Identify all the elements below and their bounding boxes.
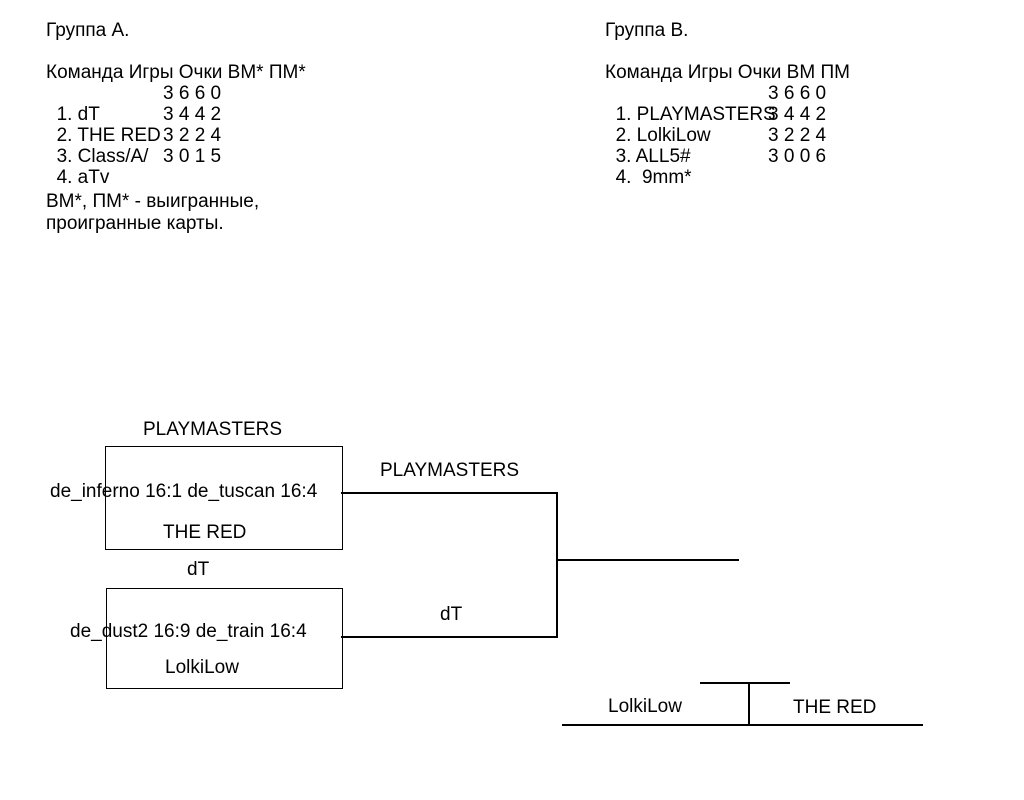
team-stats: 3 2 2 4: [768, 125, 827, 146]
semifinal1-box: [105, 446, 343, 550]
semifinal1-connector-line: [341, 492, 558, 494]
group-b-row-4: 4. 9mm* 3 0 0 6: [605, 146, 935, 209]
group-b-row-1: 1. PLAYMASTERS 3 6 6 0: [605, 83, 935, 146]
team-stats: 3 6 6 0: [163, 83, 222, 104]
legend-note-line-2: проигранные карты.: [46, 213, 224, 234]
team-name: 2. THE RED: [56, 125, 161, 146]
third-place-divider-line: [748, 682, 750, 726]
group-a-title: Группа А.: [46, 20, 130, 41]
group-b-row-2: 2. LolkiLow 3 4 4 2: [605, 104, 935, 167]
group-b-header: Команда Игры Очки ВМ ПМ: [605, 62, 850, 83]
semifinal2-maps-score: de_dust2 16:9 de_train 16:4: [70, 621, 307, 642]
team-name: 1. PLAYMASTERS: [615, 104, 776, 125]
group-a-row-1: 1. dT 3 6 6 0: [46, 83, 376, 146]
semifinal2-team2-label: LolkiLow: [165, 657, 239, 678]
group-b-row-3: 3. ALL5# 3 2 2 4: [605, 125, 935, 188]
third-place-team1-label: LolkiLow: [608, 696, 682, 717]
semifinal1-team1-label: PLAYMASTERS: [143, 419, 283, 440]
semifinal2-winner-label: dT: [440, 604, 463, 625]
group-a-row-2: 2. THE RED 3 4 4 2: [46, 104, 376, 167]
final-join-vertical-line: [556, 492, 558, 638]
team-name: 3. Class/A/: [56, 146, 149, 167]
team-stats: 3 0 1 5: [163, 146, 222, 167]
semifinal2-team1-label: dT: [187, 559, 210, 580]
semifinal1-maps-score: de_inferno 16:1 de_tuscan 16:4: [50, 481, 318, 502]
semifinal2-connector-line: [341, 636, 558, 638]
team-name: 1. dT: [56, 104, 100, 125]
team-stats: 3 6 6 0: [768, 83, 827, 104]
third-place-top-line: [700, 682, 790, 684]
team-stats: 3 4 4 2: [768, 104, 827, 125]
team-name: 2. LolkiLow: [615, 125, 711, 146]
third-place-baseline: [562, 724, 923, 726]
group-b-title: Группа В.: [605, 20, 689, 41]
semifinal2-box: [106, 588, 343, 689]
team-name: 4. aTv: [56, 167, 110, 188]
team-name: 4. 9mm*: [615, 167, 692, 188]
final-output-line: [556, 559, 739, 561]
semifinal1-team2-label: THE RED: [163, 522, 247, 543]
third-place-team2-label: THE RED: [793, 697, 877, 718]
legend-note-line-1: ВМ*, ПМ* - выигранные,: [46, 191, 260, 212]
team-name: 3. ALL5#: [615, 146, 691, 167]
group-a-header: Команда Игры Очки ВМ* ПМ*: [46, 62, 306, 83]
team-stats: 3 2 2 4: [163, 125, 222, 146]
group-a-row-3: 3. Class/A/ 3 2 2 4: [46, 125, 376, 188]
semifinal1-winner-label: PLAYMASTERS: [380, 460, 520, 481]
group-a-row-4: 4. aTv 3 0 1 5: [46, 146, 376, 209]
team-stats: 3 4 4 2: [163, 104, 222, 125]
team-stats: 3 0 0 6: [768, 146, 827, 167]
